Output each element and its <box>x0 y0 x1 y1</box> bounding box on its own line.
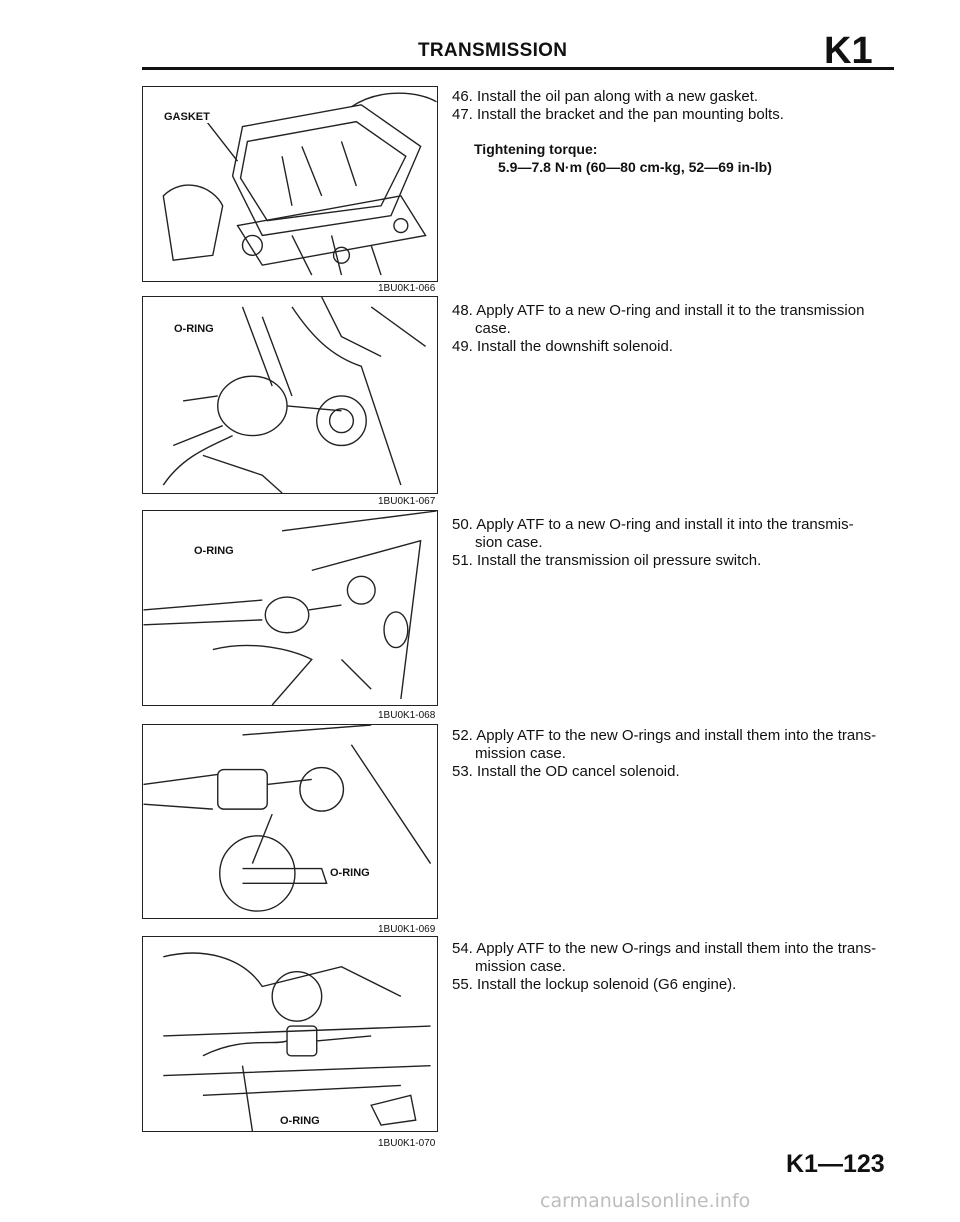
torque-heading: Tightening torque: <box>474 141 598 157</box>
torque-value: 5.9—7.8 N·m (60—80 cm-kg, 52—69 in-lb) <box>498 159 772 175</box>
figure-lockup-solenoid: O-RING <box>142 936 438 1132</box>
step-line: 50. Apply ATF to a new O-ring and instal… <box>452 516 854 533</box>
figure-code: 1BU0K1-069 <box>378 924 436 935</box>
steps-46-47: 46. Install the oil pan along with a new… <box>452 88 902 176</box>
step-continuation: case. <box>475 320 511 337</box>
page-number: K1—123 <box>786 1150 885 1178</box>
figure-code: 1BU0K1-068 <box>378 710 436 721</box>
step-line: 49. Install the downshift solenoid. <box>452 338 673 355</box>
figure-label: O-RING <box>193 545 235 557</box>
step-continuation: mission case. <box>475 958 566 975</box>
downshift-solenoid-illustration <box>162 297 427 493</box>
oil-pressure-switch-illustration <box>143 511 437 705</box>
figure-code: 1BU0K1-066 <box>378 283 436 294</box>
step-line: 55. Install the lockup solenoid (G6 engi… <box>452 976 737 993</box>
od-cancel-solenoid-illustration <box>143 725 432 912</box>
watermark: carmanualsonline.info <box>540 1190 751 1212</box>
step-continuation: sion case. <box>475 534 543 551</box>
figure-code: 1BU0K1-070 <box>378 1138 436 1149</box>
figure-oil-pressure-switch: O-RING <box>142 510 438 706</box>
step-line: 47. Install the bracket and the pan moun… <box>452 106 784 123</box>
step-line: 46. Install the oil pan along with a new… <box>452 88 759 105</box>
figure-code: 1BU0K1-067 <box>378 496 436 507</box>
figure-label: O-RING <box>173 323 215 335</box>
header-rule <box>142 67 894 70</box>
figure-label: GASKET <box>163 111 211 123</box>
oil-pan-illustration <box>162 92 437 276</box>
figure-label: O-RING <box>279 1115 321 1127</box>
figure-downshift-solenoid: O-RING <box>142 296 438 494</box>
section-code: K1 <box>824 30 873 72</box>
step-line: 54. Apply ATF to the new O-rings and ins… <box>452 940 877 957</box>
figure-oil-pan-gasket: GASKET <box>142 86 438 282</box>
steps-48-49: 48. Apply ATF to a new O-ring and instal… <box>452 302 902 356</box>
step-line: 52. Apply ATF to the new O-rings and ins… <box>452 727 877 744</box>
step-line: 51. Install the transmission oil pressur… <box>452 552 762 569</box>
step-line: 53. Install the OD cancel solenoid. <box>452 763 680 780</box>
step-line: 48. Apply ATF to a new O-ring and instal… <box>452 302 865 319</box>
steps-50-51: 50. Apply ATF to a new O-ring and instal… <box>452 516 902 570</box>
page-title: TRANSMISSION <box>418 40 568 61</box>
step-continuation: mission case. <box>475 745 566 762</box>
figure-label: O-RING <box>329 867 371 879</box>
steps-54-55: 54. Apply ATF to the new O-rings and ins… <box>452 940 902 994</box>
lockup-solenoid-illustration <box>163 952 431 1131</box>
figure-od-cancel-solenoid: O-RING <box>142 724 438 919</box>
steps-52-53: 52. Apply ATF to the new O-rings and ins… <box>452 727 902 781</box>
